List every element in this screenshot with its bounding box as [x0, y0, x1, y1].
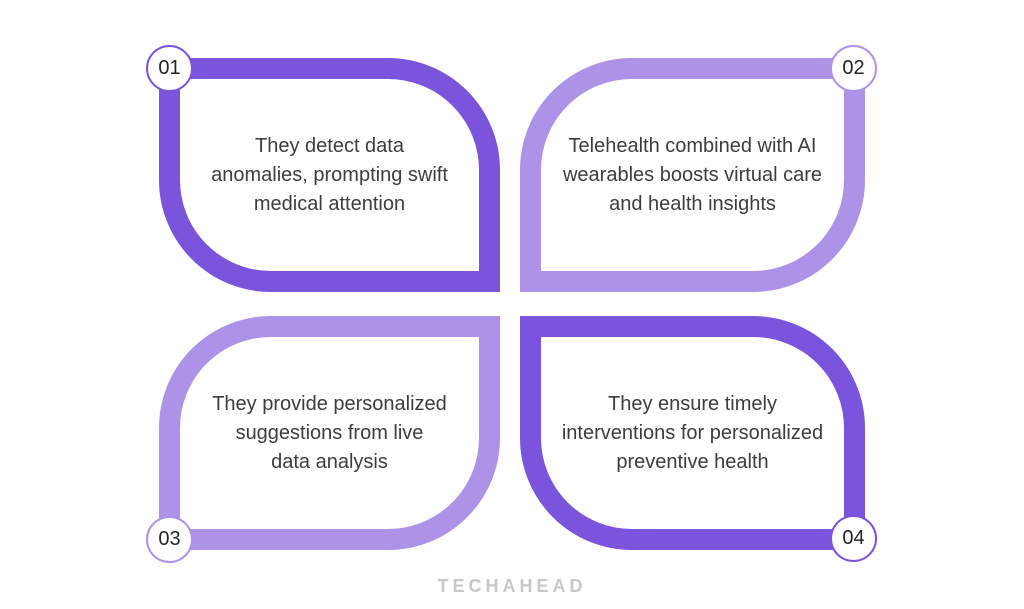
step-badge-01: 01	[146, 45, 193, 92]
quadrant-4-text: They ensure timely interventions for per…	[561, 392, 824, 473]
logo-text: TECHAHEAD	[437, 576, 587, 596]
quadrant-4-shape: They ensure timely interventions for per…	[520, 316, 865, 550]
step-badge-03: 03	[146, 516, 193, 563]
step-badge-02: 02	[830, 45, 877, 92]
step-number-03: 03	[158, 528, 181, 550]
step-badge-04: 04	[830, 515, 877, 562]
step-number-01: 01	[158, 57, 181, 79]
quadrant-1-shape: They detect data anomalies, prompting sw…	[159, 58, 500, 292]
quadrant-1-text: They detect data anomalies, prompting sw…	[211, 134, 448, 215]
quadrant-2-shape: Telehealth combined with AI wearables bo…	[520, 58, 865, 292]
quadrant-3-text: They provide personalized suggestions fr…	[212, 392, 447, 473]
step-number-04: 04	[842, 527, 865, 549]
techahead-logo: TECHAHEAD	[0, 576, 1024, 597]
quadrant-3-shape: They provide personalized suggestions fr…	[159, 316, 500, 550]
quadrant-2-text: Telehealth combined with AI wearables bo…	[562, 134, 822, 215]
step-number-02: 02	[842, 57, 865, 79]
